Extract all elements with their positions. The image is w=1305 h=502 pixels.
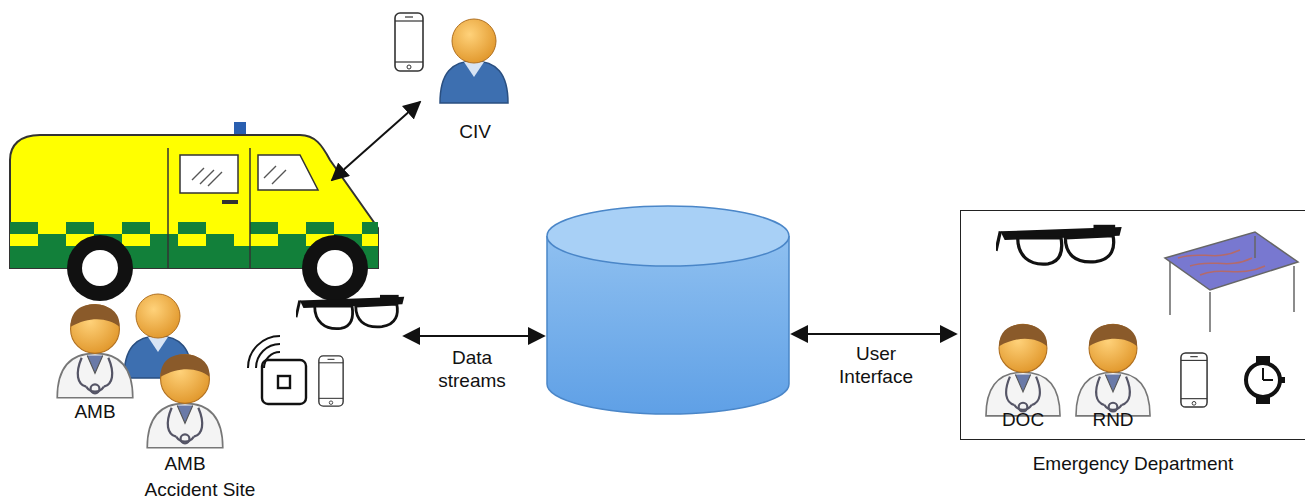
department-box: Emergency Department [960, 210, 1305, 440]
person-label: AMB [74, 400, 115, 423]
site-caption: Accident Site [145, 478, 256, 501]
person-label: AMB [164, 452, 205, 475]
person-label: DOC [1002, 408, 1044, 431]
arrow-label: Data streams [422, 346, 522, 392]
region-caption: Emergency Department [961, 453, 1305, 475]
person-label: CIV [459, 120, 491, 143]
person-label: RND [1092, 408, 1133, 431]
arrow-label: User Interface [826, 342, 926, 388]
